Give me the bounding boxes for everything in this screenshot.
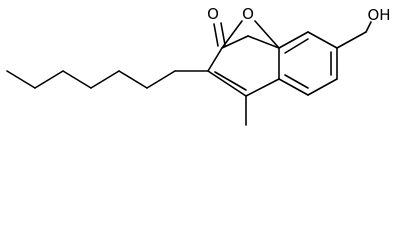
aromatic-inner-line	[284, 74, 309, 89]
bond	[207, 47, 223, 72]
ring-oxygen-label: O	[242, 5, 254, 23]
bond	[307, 31, 338, 49]
bond	[207, 70, 247, 97]
hydroxyl-bond-end	[365, 21, 372, 33]
bond	[62, 70, 92, 89]
double-bond-line	[214, 71, 247, 91]
carbonyl-oxygen-label: O	[207, 5, 219, 23]
carbonyl-bond	[213, 23, 219, 47]
bond	[118, 70, 148, 89]
bond	[34, 70, 64, 89]
atom-hydroxyl: OH	[362, 5, 396, 24]
hydroxyl-label: OH	[367, 6, 390, 24]
bond	[278, 31, 309, 49]
bond	[245, 78, 280, 97]
ring-oxygen-bond	[254, 20, 280, 49]
pyranone-ring	[207, 22, 280, 97]
bond	[90, 70, 120, 89]
atom-ring-oxygen: O	[239, 4, 257, 23]
bond	[307, 78, 338, 96]
ring-oxygen-bond	[221, 20, 243, 49]
atom-carbonyl-oxygen: O	[204, 4, 222, 23]
bond	[221, 35, 249, 49]
benzene-ring	[278, 31, 338, 96]
aromatic-inner-line	[284, 38, 309, 54]
hexyl-chain	[6, 70, 209, 89]
hydroxyl-bond	[336, 31, 367, 49]
bond	[247, 35, 280, 49]
molecule-structure: O O OH	[6, 4, 396, 126]
bond	[146, 70, 176, 89]
bond	[6, 70, 36, 89]
carbonyl-bond	[220, 22, 226, 46]
bond	[278, 78, 309, 96]
